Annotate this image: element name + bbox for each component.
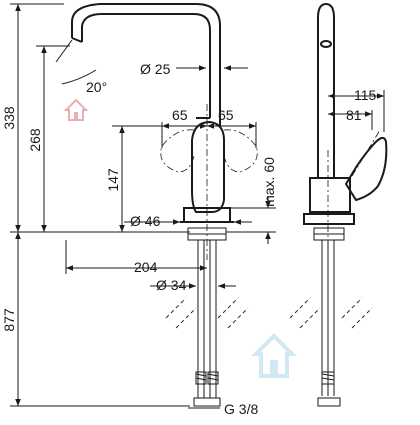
side-view: [289, 2, 388, 407]
house-icon: [251, 333, 297, 378]
house-icon: [63, 98, 89, 121]
label-side-total: 115: [354, 87, 377, 103]
label-max-height: max. 60: [261, 157, 277, 207]
label-268: 268: [27, 128, 43, 152]
label-877: 877: [1, 308, 17, 332]
dimension-labels: 338 268 877 147 20° Ø 25 65 65 max. 60 Ø…: [1, 61, 377, 417]
label-hose-diameter: Ø 34: [156, 277, 187, 293]
label-side-lever: 81: [346, 107, 362, 123]
label-handle-left: 65: [172, 107, 188, 123]
label-handle-right: 65: [218, 107, 234, 123]
label-angle: 20°: [86, 79, 107, 95]
dimension-lines: [10, 3, 385, 409]
label-338: 338: [1, 106, 17, 130]
label-thread: G 3/8: [224, 401, 258, 417]
label-147: 147: [105, 168, 121, 192]
label-reach: 204: [134, 259, 158, 275]
label-spout-diameter: Ø 25: [140, 61, 171, 77]
label-base-diameter: Ø 46: [130, 213, 161, 229]
